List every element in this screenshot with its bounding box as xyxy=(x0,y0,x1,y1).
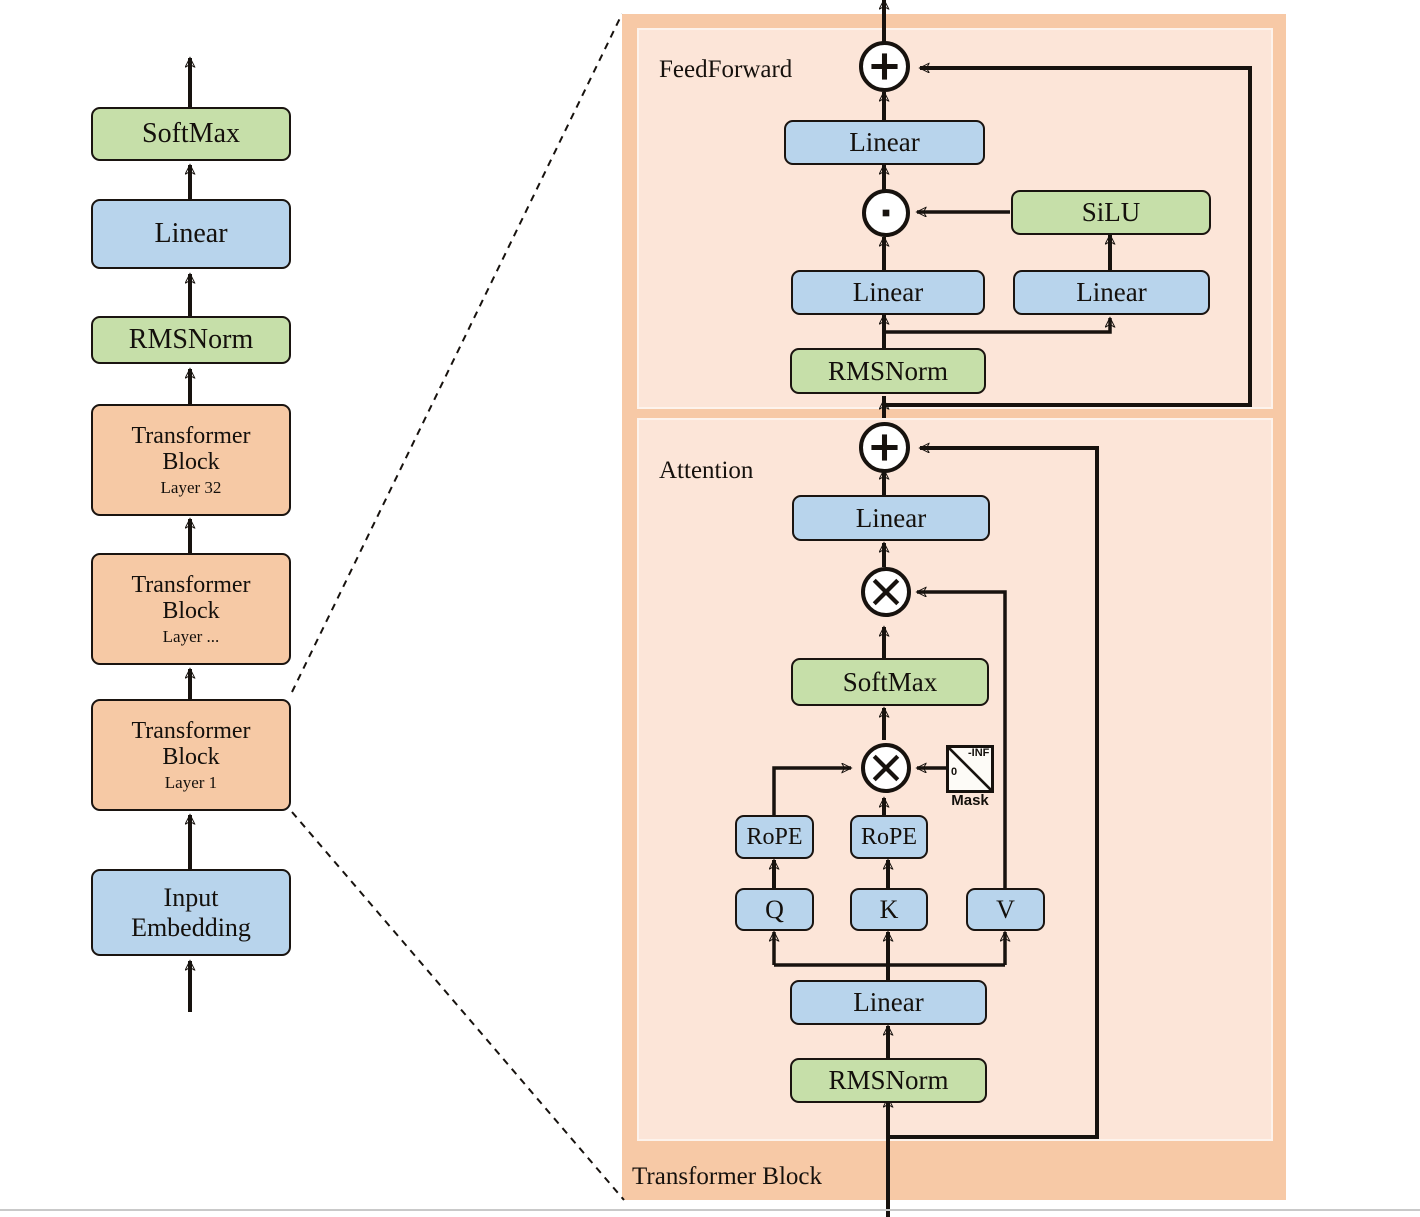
feedforward-label: FeedForward xyxy=(659,56,793,83)
node-label: SoftMax xyxy=(142,118,240,150)
node-label: Transformer Block xyxy=(131,422,251,476)
node-label: Linear xyxy=(1076,277,1147,308)
feedforward-gate-linear: Linear xyxy=(791,270,985,315)
feedforward-output-linear: Linear xyxy=(784,120,985,165)
node-transformer-block-layer-dots: Transformer Block Layer ... xyxy=(91,553,291,665)
attention-rmsnorm: RMSNorm xyxy=(790,1058,987,1103)
mask-upper-value: -INF xyxy=(968,747,990,759)
node-label: RoPE xyxy=(860,823,917,850)
feedforward-silu: SiLU xyxy=(1011,190,1211,235)
bottom-divider xyxy=(0,1209,1420,1211)
mask-caption: Mask xyxy=(951,792,989,809)
multiply-icon xyxy=(872,578,900,606)
attention-rope-key: RoPE xyxy=(850,815,928,859)
node-linear-output: Linear xyxy=(91,199,291,269)
node-label: RoPE xyxy=(746,823,803,850)
mask-diagonal-icon xyxy=(948,747,992,791)
node-label: K xyxy=(879,894,899,924)
attention-add-node xyxy=(859,422,910,473)
attention-value-multiply-node xyxy=(861,567,911,617)
attention-label: Attention xyxy=(659,457,754,484)
attention-softmax: SoftMax xyxy=(791,658,989,706)
node-label: Transformer Block xyxy=(131,717,251,771)
node-transformer-block-layer-32: Transformer Block Layer 32 xyxy=(91,404,291,516)
node-sublabel: Layer ... xyxy=(162,627,220,647)
node-label: RMSNorm xyxy=(828,1065,949,1096)
node-input-embedding: Input Embedding xyxy=(91,869,291,956)
multiply-icon xyxy=(872,754,900,782)
feedforward-rmsnorm: RMSNorm xyxy=(790,348,986,394)
node-label: RMSNorm xyxy=(128,324,254,356)
node-label: Linear xyxy=(855,502,927,533)
plus-icon xyxy=(871,434,898,461)
attention-key: K xyxy=(850,888,928,931)
feedforward-add-node xyxy=(859,41,910,92)
node-rmsnorm-final: RMSNorm xyxy=(91,316,291,364)
dot-product-icon xyxy=(882,209,890,217)
transformer-block-outer-label: Transformer Block xyxy=(632,1163,823,1190)
node-label: Q xyxy=(765,894,784,924)
node-label: Transformer Block xyxy=(131,571,251,625)
node-label: Linear xyxy=(853,987,924,1018)
feedforward-elementwise-multiply-node xyxy=(862,189,910,237)
plus-icon xyxy=(871,53,898,80)
node-sublabel: Layer 32 xyxy=(160,478,222,498)
node-label: V xyxy=(996,894,1015,924)
attention-value: V xyxy=(966,888,1045,931)
node-label: Linear xyxy=(154,218,228,250)
node-label: SiLU xyxy=(1081,197,1141,228)
node-label: RMSNorm xyxy=(827,355,949,386)
mask-lower-value: 0 xyxy=(951,766,958,778)
node-label: Input Embedding xyxy=(131,883,251,942)
attention-output-linear: Linear xyxy=(792,495,990,541)
feedforward-up-linear: Linear xyxy=(1013,270,1210,315)
node-softmax-output: SoftMax xyxy=(91,107,291,161)
attention-rope-query: RoPE xyxy=(735,815,814,859)
attention-qk-multiply-node xyxy=(861,743,911,793)
node-transformer-block-layer-1: Transformer Block Layer 1 xyxy=(91,699,291,811)
attention-mask-icon xyxy=(946,745,994,793)
attention-qkv-linear: Linear xyxy=(790,980,987,1025)
node-label: Linear xyxy=(852,277,924,308)
node-label: Linear xyxy=(849,127,920,158)
attention-query: Q xyxy=(735,888,814,931)
node-label: SoftMax xyxy=(842,666,938,697)
node-sublabel: Layer 1 xyxy=(164,773,218,793)
